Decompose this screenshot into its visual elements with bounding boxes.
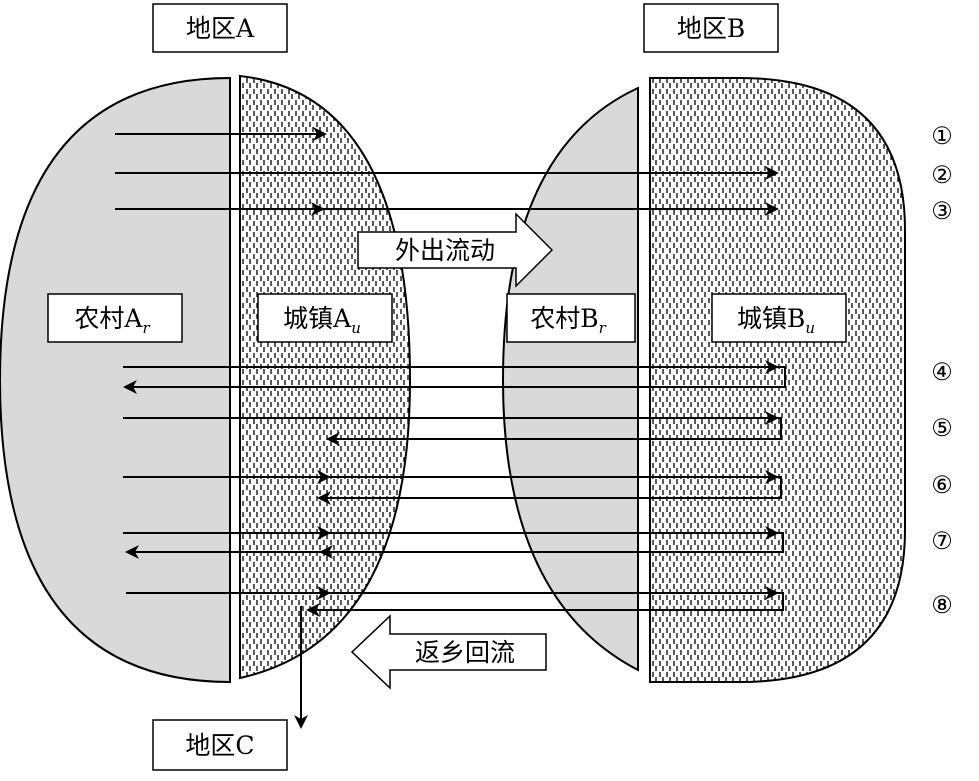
region-b-shapes [501, 77, 906, 683]
flow-6-mid-arrow [317, 470, 331, 484]
svg-text:农村Ar: 农村Ar [74, 304, 150, 337]
svg-text:地区A: 地区A [186, 14, 255, 43]
path-number-3: ③ [931, 197, 953, 225]
svg-text:地区C: 地区C [185, 731, 254, 760]
flow-8-back [306, 592, 784, 617]
urban-b-label: 城镇Bu [711, 293, 847, 343]
svg-text:地区B: 地区B [677, 14, 745, 43]
urban-a-label: 城镇Au [257, 293, 393, 343]
flow-7-back [125, 532, 784, 559]
region-a-shapes [0, 74, 412, 684]
flow-3-mid-arrow [311, 202, 325, 216]
rural-a-label: 农村Ar [47, 293, 183, 343]
path-number-5: ⑤ [931, 414, 953, 442]
flow-lines [115, 127, 786, 729]
path-number-2: ② [931, 161, 953, 189]
path-numbers: ① ② ③ ④ ⑤ ⑥ ⑦ ⑧ [931, 122, 953, 619]
rural-a-area [0, 76, 231, 684]
flow-6-back [317, 476, 782, 505]
flow-7-mid-arrow [317, 526, 331, 540]
path-number-4: ④ [931, 358, 953, 386]
region-a-label: 地区A [152, 3, 288, 53]
flow-8-mid-arrow [317, 586, 331, 600]
flow-4-back [123, 366, 786, 394]
path-number-8: ⑧ [931, 591, 953, 619]
svg-text:农村Br: 农村Br [530, 304, 606, 337]
path-number-6: ⑥ [931, 471, 953, 499]
return-flow-arrow: 返乡回流 [350, 614, 547, 690]
flow-7-mid-back-arrow [319, 545, 333, 559]
path-number-1: ① [931, 122, 953, 150]
svg-text:外出流动: 外出流动 [395, 236, 495, 265]
svg-text:城镇Au: 城镇Au [283, 304, 361, 337]
flow-5-back [326, 417, 782, 446]
rural-b-area [501, 86, 639, 672]
region-c-label: 地区C [152, 719, 288, 771]
path-number-7: ⑦ [931, 527, 953, 555]
svg-text:返乡回流: 返乡回流 [415, 638, 515, 667]
outward-flow-arrow: 外出流动 [357, 212, 554, 288]
region-b-label: 地区B [643, 3, 779, 53]
svg-text:城镇Bu: 城镇Bu [737, 304, 815, 337]
rural-b-label: 农村Br [506, 293, 636, 343]
